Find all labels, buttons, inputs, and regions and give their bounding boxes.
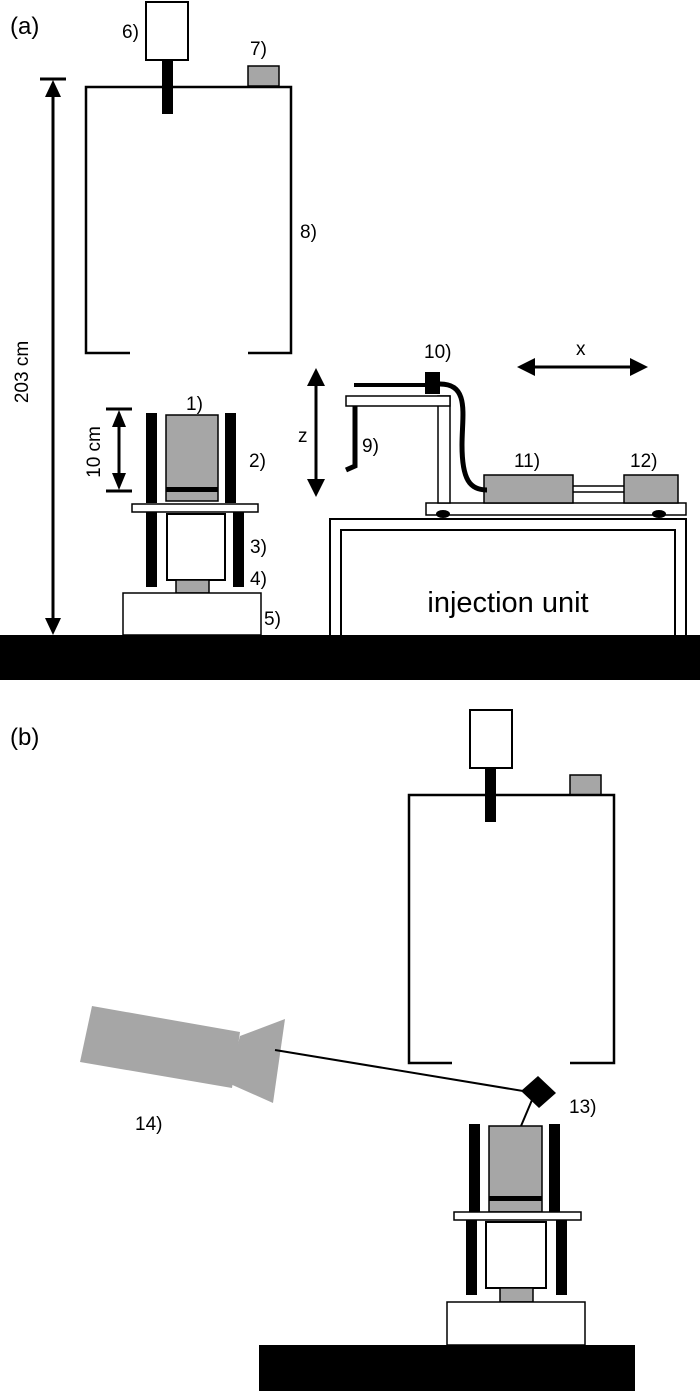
enclosure-8 [84,85,293,355]
cylinder-band-b [489,1196,542,1201]
injection-unit-label: injection unit [427,587,588,619]
top-camera [145,1,189,61]
cylinder-1 [165,414,219,502]
height-arrow-top [45,80,61,97]
injection-table-outer [329,518,687,635]
panel-b-label: (b) [10,724,39,751]
label-12: 12) [630,451,657,472]
gray-block-b [499,1287,534,1303]
x-arrow-left [517,358,535,376]
x-axis-label: x [576,339,586,360]
motor-12 [623,474,679,504]
mirror-stem [520,1099,533,1127]
label-2: 2) [249,451,266,472]
base-5 [122,592,262,636]
side-rail-left-bottom-b [466,1220,477,1295]
label-13: 13) [569,1097,596,1118]
side-rail-right-top-b [549,1124,560,1212]
label-6: 6) [122,22,139,43]
side-rail-left-top [146,413,157,503]
mirror-13 [521,1076,556,1108]
video-camera-body-14 [80,1006,240,1088]
lower-frame-3 [166,513,226,581]
label-9: 9) [362,436,379,457]
z-arrow-bottom [307,479,325,497]
label-5: 5) [264,609,281,630]
height-arrow-bottom [45,618,61,635]
z-axis-label: z [298,426,308,447]
height-dimension-label: 203 cm [12,341,33,403]
x-arrow-right [630,358,648,376]
cylinder-band [166,487,218,492]
panel-a: (a) 6) 7) 8) 203 cm 10 cm 1) 2) [0,1,700,680]
z-arrow-top [307,368,325,386]
wheel-right [652,510,666,518]
plate [131,503,259,513]
injector-arm [345,395,451,407]
injector-post [437,395,451,504]
injection-table-inner [340,529,676,635]
cylinder-arrow-bottom [112,473,126,490]
label-3: 3) [250,537,267,558]
side-rail-right-bottom-b [556,1220,567,1295]
slider-carriage [425,502,687,516]
label-14: 14) [135,1114,162,1135]
label-8: 8) [300,222,317,243]
side-rail-left-top-b [469,1124,480,1212]
label-1: 1) [186,394,203,415]
line-of-sight [274,1049,536,1094]
panel-b: (b) 14) 13) [10,709,635,1391]
label-11: 11) [514,451,540,472]
side-rail-left-bottom [146,512,157,587]
side-rail-right-top [225,413,236,503]
floor-a [0,635,700,680]
gray-box-7 [247,65,280,87]
injection-needle-9 [344,406,358,473]
side-rail-right-bottom [233,512,244,587]
video-camera-lens-14 [228,1019,285,1103]
cylinder-arrow-top [112,410,126,427]
valve-10 [425,372,440,394]
lower-frame-b [485,1221,547,1289]
label-7: 7) [250,39,267,60]
floor-b [259,1345,635,1391]
gray-box-b [569,774,602,796]
label-10: 10) [424,342,451,363]
gray-block-4 [175,579,210,594]
plate-b [453,1211,582,1221]
panel-a-label: (a) [10,13,39,40]
top-camera-b [469,709,513,769]
base-b [446,1301,586,1346]
cylinder-dimension-label: 10 cm [84,426,105,478]
pump-11 [483,474,574,504]
enclosure-b [407,793,616,1065]
label-4: 4) [250,569,267,590]
wheel-left [436,510,450,518]
hose [439,381,488,493]
